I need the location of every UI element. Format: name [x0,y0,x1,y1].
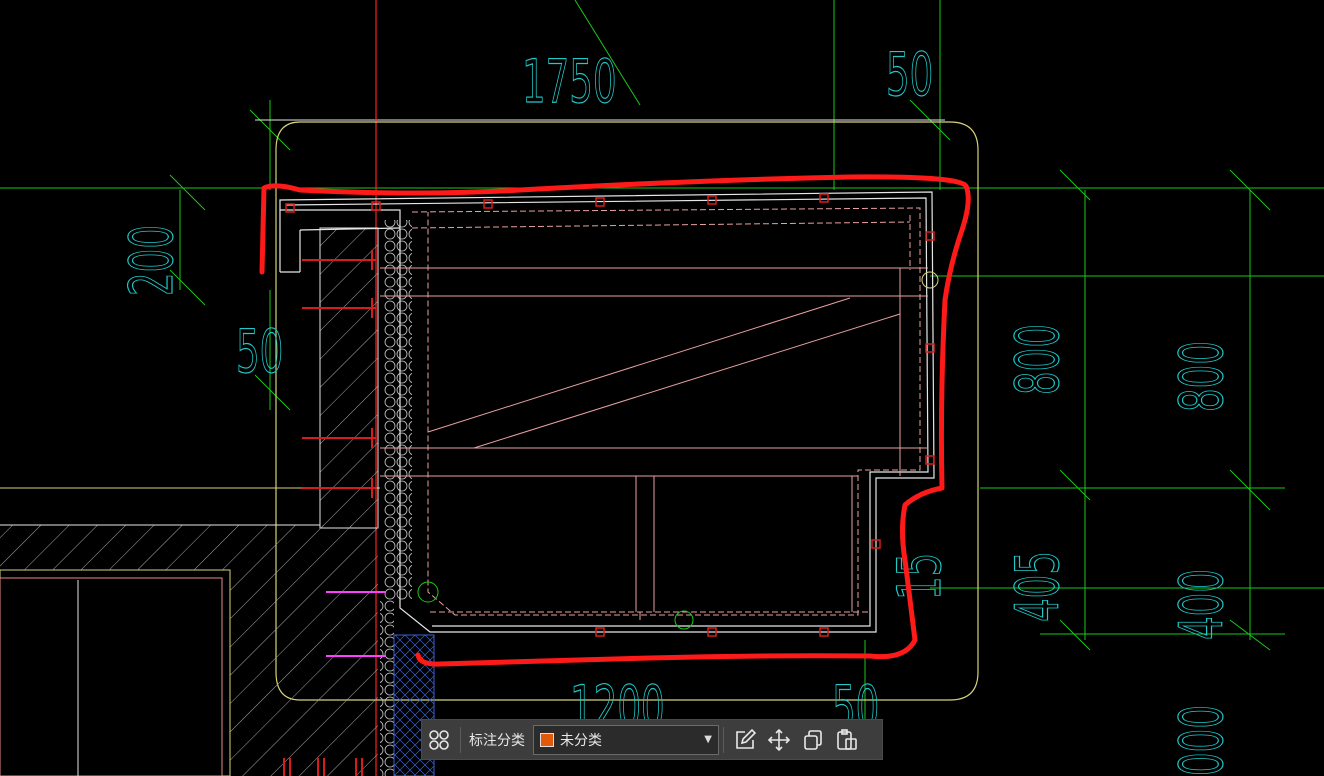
grid-lines [0,0,1324,740]
concrete-wall [0,227,379,776]
category-label: 标注分类 [469,732,525,749]
region-outline [275,121,979,701]
annotation-toolbar: 标注分类 未分类 ▼ [421,719,883,760]
insulation-layer [380,600,394,776]
move-icon[interactable] [762,723,796,757]
magenta-anchors [326,591,386,657]
dimension-50-top: 50 [886,40,933,110]
dimension-800-outer: 800 [1167,341,1237,412]
junction-circles [417,271,939,630]
dimension-400: 400 [1167,569,1237,640]
copy-icon[interactable] [796,723,830,757]
panel-inner-lines [380,207,928,620]
dimension-15: 15 [885,553,955,600]
insulation-layer [384,220,412,600]
dimension-000: 000 [1167,705,1237,776]
dimension-200: 200 [117,225,187,296]
dimension-1750: 1750 [522,47,617,117]
dimension-800-inner: 800 [1003,324,1073,395]
drain-crosshatch [393,634,435,776]
dimension-405: 405 [1003,551,1073,622]
anchor-bolts [283,250,376,776]
freehand-markup[interactable] [259,174,971,667]
category-value: 未分类 [560,732,602,749]
dimension-50-left: 50 [236,317,283,387]
grid-icon[interactable] [422,723,456,757]
category-dropdown[interactable]: 未分类 ▼ [533,724,719,755]
category-color-swatch [540,732,554,747]
edit-icon[interactable] [728,723,762,757]
toolbar-divider [723,726,724,753]
chevron-down-icon: ▼ [704,734,712,745]
toolbar-divider [460,726,461,753]
panel-fixings [285,193,935,637]
paste-icon[interactable] [830,723,864,757]
